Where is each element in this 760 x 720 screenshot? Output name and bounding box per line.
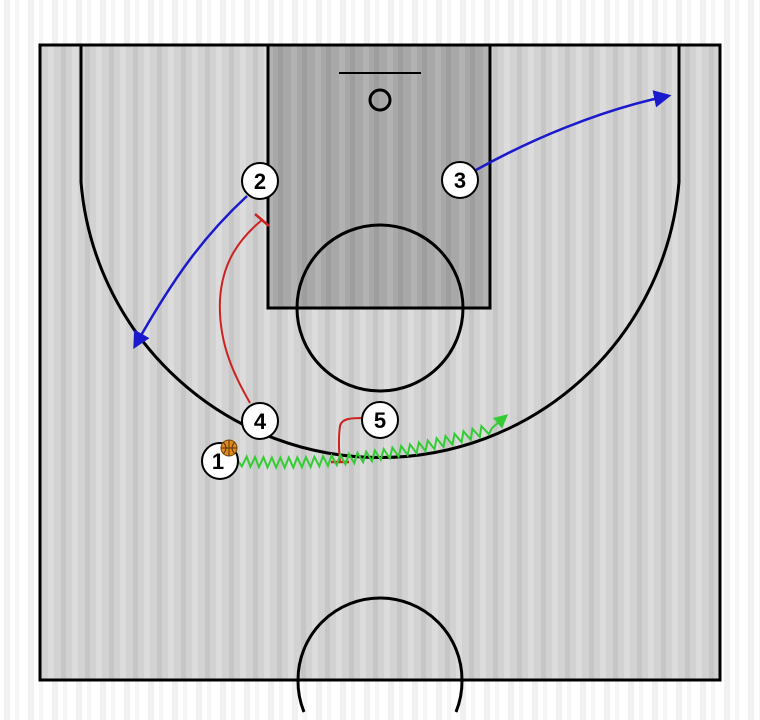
player-2-circle bbox=[241, 162, 279, 200]
player-5-label: 5 bbox=[374, 408, 386, 433]
player-1-label: 1 bbox=[212, 449, 224, 474]
screen-bar-player-4 bbox=[254, 213, 270, 227]
player-3-circle bbox=[441, 161, 479, 199]
player-2-label: 2 bbox=[254, 169, 266, 194]
basketball-icon bbox=[220, 439, 238, 457]
dribble-line-player-1 bbox=[237, 423, 493, 471]
player-4-label: 4 bbox=[254, 409, 267, 434]
screen-line-player-4 bbox=[218, 219, 263, 404]
cut-arrow-player-2 bbox=[133, 195, 248, 350]
rim bbox=[368, 88, 392, 112]
center-circle-lower-right bbox=[454, 679, 464, 713]
player-3[interactable]: 3 bbox=[441, 161, 479, 199]
player-5[interactable]: 5 bbox=[361, 401, 399, 439]
free-throw-circle bbox=[295, 223, 465, 393]
cut-arrow-player-3 bbox=[475, 90, 672, 172]
player-3-label: 3 bbox=[454, 168, 466, 193]
player-2[interactable]: 2 bbox=[241, 162, 279, 200]
dribble-arrow-player-1 bbox=[491, 414, 509, 429]
screen-line-player-5 bbox=[337, 417, 365, 463]
player-4[interactable]: 4 bbox=[241, 402, 279, 440]
court-boundary bbox=[38, 43, 722, 682]
player-4-circle bbox=[241, 402, 279, 440]
center-circle bbox=[296, 596, 464, 681]
center-circle-lower-left bbox=[296, 679, 306, 713]
player-5-circle bbox=[361, 401, 399, 439]
